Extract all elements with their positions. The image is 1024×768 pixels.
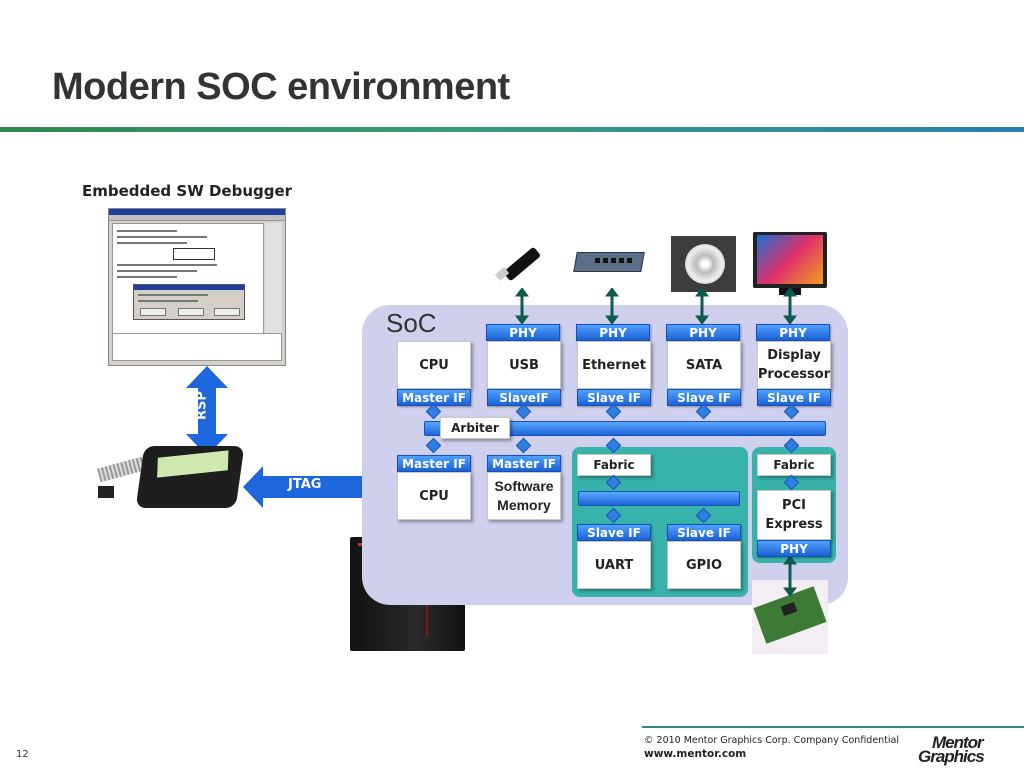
gpio-box: GPIO (667, 541, 741, 589)
footer-url: www.mentor.com (644, 748, 747, 760)
master-if-tab-cpu: Master IF (397, 455, 471, 472)
logo-line2: Graphics (918, 747, 985, 766)
logo-line1: Mentor (932, 733, 984, 752)
phy-display-tab: PHY (756, 324, 830, 341)
display-image (753, 232, 827, 296)
network-switch-image (573, 246, 645, 276)
slave-if-uart-tab: Slave IF (577, 524, 651, 541)
usb-box: USB (487, 341, 561, 389)
usb-stick-image (492, 244, 544, 284)
display-processor-line2: Processor (757, 367, 831, 382)
display-processor-line1: Display (767, 348, 821, 363)
master-if-tab-top: Master IF (397, 389, 471, 406)
soc-label: SoC (386, 308, 437, 338)
footer-rule (642, 726, 1024, 728)
pci-express-box: PCI Express (757, 490, 831, 540)
peripheral-bus (578, 491, 740, 506)
arbiter-box: Arbiter (440, 417, 510, 439)
hard-drive-image (671, 236, 736, 292)
debugger-caption: Embedded SW Debugger (82, 182, 293, 200)
pci-express-line2: Express (765, 517, 823, 532)
phy-usb-tab: PHY (486, 324, 560, 341)
phy-ethernet-tab: PHY (576, 324, 650, 341)
jtag-probe-image (94, 440, 245, 520)
jtag-double-arrow (243, 466, 397, 508)
uart-box: UART (577, 541, 651, 589)
rsp-label: RSP (194, 391, 210, 420)
title-rule (0, 127, 1024, 132)
page-title: Modern SOC environment (52, 66, 510, 108)
cpu-box-bottom: CPU (397, 472, 471, 520)
software-memory-box: Software Memory (487, 472, 561, 520)
phy-arrow-pci (783, 556, 797, 596)
jtag-label: JTAG (288, 477, 322, 492)
slave-if-ethernet-tab: Slave IF (577, 389, 651, 406)
fabric-box-right: Fabric (757, 454, 831, 476)
mentor-graphics-logo: Mentor Graphics (918, 733, 985, 766)
phy-pci-tab: PHY (757, 540, 831, 557)
phy-sata-tab: PHY (666, 324, 740, 341)
phy-arrows-top (515, 288, 797, 324)
cpu-box-top: CPU (397, 341, 471, 389)
copyright-text: © 2010 Mentor Graphics Corp. Company Con… (644, 735, 900, 746)
ethernet-box: Ethernet (577, 341, 651, 389)
fabric-box-left: Fabric (577, 454, 651, 476)
rsp-double-arrow (186, 366, 228, 456)
debugger-screenshot-image (108, 208, 286, 366)
software-memory-line1: Software (494, 478, 554, 494)
slave-if-sata-tab: Slave IF (667, 389, 741, 406)
sata-box: SATA (667, 341, 741, 389)
master-if-tab-memory: Master IF (487, 455, 561, 472)
slave-if-usb-tab: SlaveIF (487, 389, 561, 406)
main-bus (424, 421, 826, 436)
page-number: 12 (16, 749, 29, 760)
display-processor-box: Display Processor (757, 341, 831, 389)
pci-express-line1: PCI (782, 498, 806, 513)
software-memory-line2: Memory (497, 497, 551, 513)
slave-if-display-tab: Slave IF (757, 389, 831, 406)
slave-if-gpio-tab: Slave IF (667, 524, 741, 541)
